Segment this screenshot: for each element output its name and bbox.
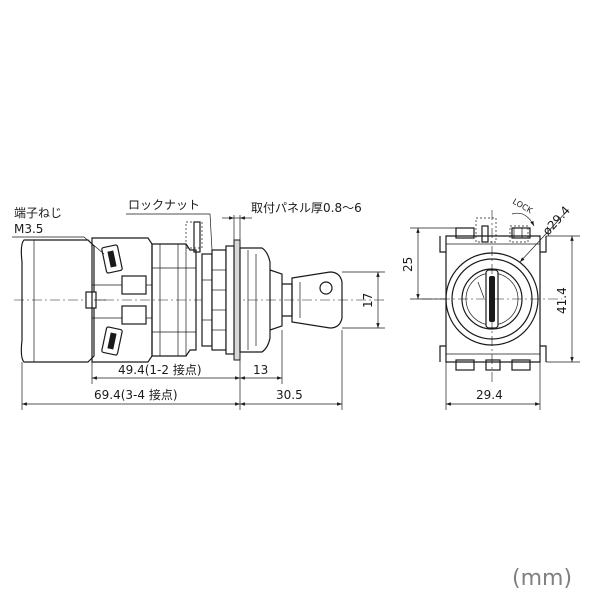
dim-41-4-label: 41.4 xyxy=(555,287,569,314)
panel-thickness-label: 取付パネル厚0.8～6 xyxy=(251,201,362,215)
rear-contact-block xyxy=(20,239,95,363)
dim-25-label: 25 xyxy=(401,257,415,272)
dim-29-4-label: 29.4 xyxy=(476,388,503,402)
lock-label: LOCK xyxy=(511,197,535,216)
mounting-panel xyxy=(233,239,241,361)
dim-17-label: 17 xyxy=(361,293,375,308)
terminal-screw-icon xyxy=(101,244,123,356)
switch-body xyxy=(151,243,197,357)
front-view: LOCK ø29.4 25 41.4 29.4 xyxy=(401,197,580,410)
terminal-screw-size-label: M3.5 xyxy=(14,222,43,236)
dim-69-4-label: 69.4(3-4 接点) xyxy=(94,387,178,402)
diameter-leader xyxy=(519,209,569,263)
dim-49-4-label: 49.4(1-2 接点) xyxy=(118,362,202,377)
unit-label: (mm) xyxy=(512,566,572,591)
dim-13-label: 13 xyxy=(253,363,268,377)
lock-arrow xyxy=(511,212,535,227)
terminal-screw-label: 端子ねじ xyxy=(14,206,62,220)
front-bezel xyxy=(239,247,271,353)
terminal-screw-leader xyxy=(12,236,105,255)
lock-nut-leader xyxy=(126,213,213,251)
dim-30-5-label: 30.5 xyxy=(276,388,303,402)
key-icon xyxy=(282,271,343,329)
diameter-label: ø29.4 xyxy=(540,203,573,238)
lock-nut-label: ロックナット xyxy=(128,198,200,212)
lock-nut xyxy=(201,249,227,351)
side-view: 49.4(1-2 接点) 13 69.4(3-4 接点) 30.5 17 取付パ… xyxy=(12,198,385,410)
